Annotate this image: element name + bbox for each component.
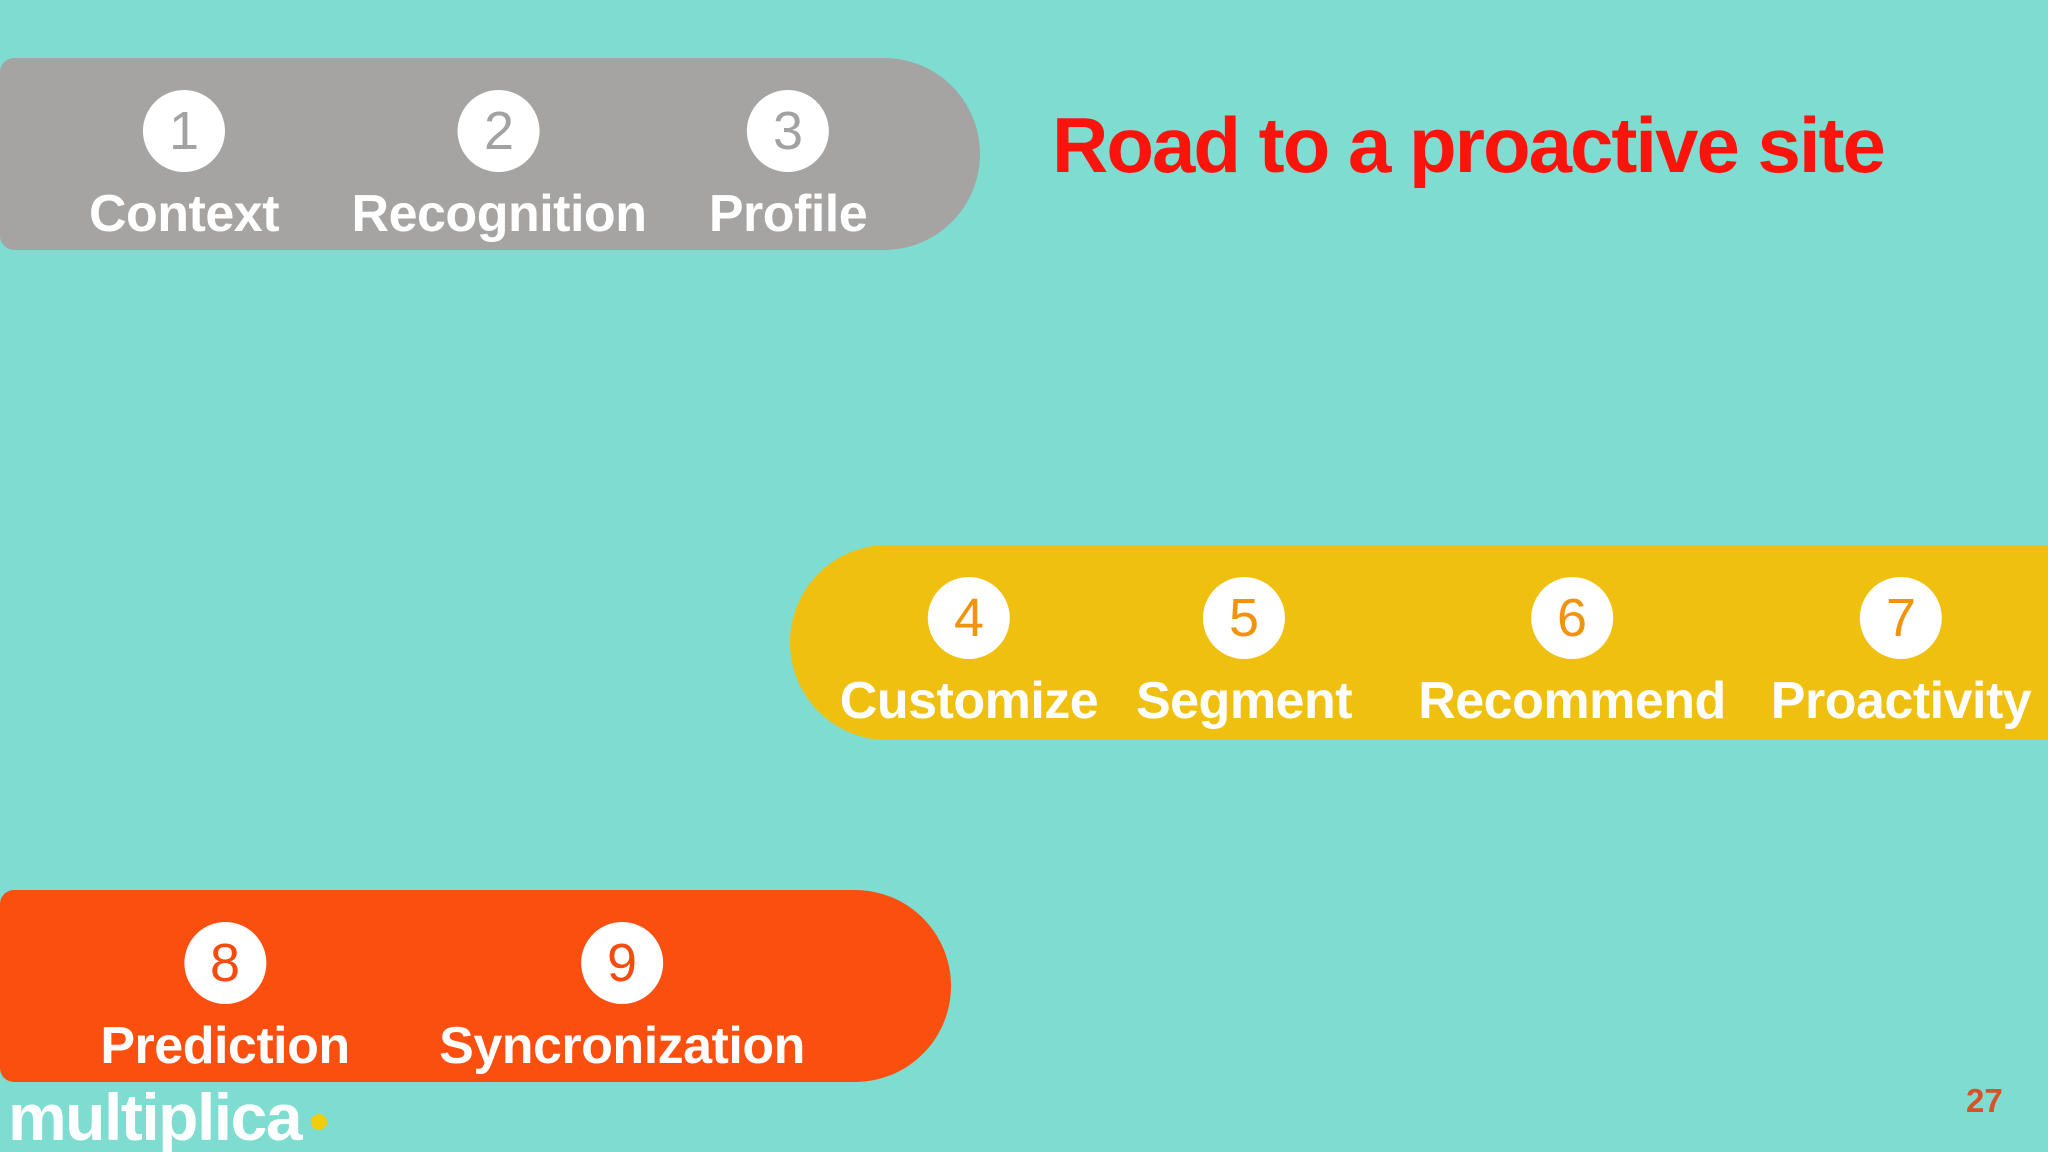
step-recommend: 6 Recommend bbox=[1418, 545, 1726, 740]
step-label: Context bbox=[88, 185, 280, 243]
multiplica-logo: multiplica bbox=[8, 1080, 328, 1152]
step-prediction: 8 Prediction bbox=[100, 890, 350, 1082]
step-number-badge: 2 bbox=[457, 90, 540, 172]
phase-bar-3: 8 Prediction 9 Syncronization bbox=[0, 890, 951, 1082]
step-label: Segment bbox=[1135, 672, 1353, 730]
step-context: 1 Context bbox=[88, 58, 280, 250]
step-segment: 5 Segment bbox=[1135, 545, 1353, 740]
step-number: 6 bbox=[1556, 588, 1588, 648]
phase-bar-2: 4 Customize 5 Segment 6 Recommend 7 Proa… bbox=[790, 545, 2048, 740]
step-number: 4 bbox=[953, 588, 985, 648]
page-title: Road to a proactive site bbox=[1052, 101, 1886, 189]
step-number: 5 bbox=[1228, 588, 1260, 648]
step-number: 1 bbox=[168, 101, 200, 161]
step-number: 8 bbox=[209, 933, 241, 993]
logo-text: multiplica bbox=[8, 1080, 303, 1152]
step-number: 9 bbox=[606, 933, 638, 993]
phase-bar-1: 1 Context 2 Recognition 3 Profile bbox=[0, 58, 980, 250]
step-customize: 4 Customize bbox=[839, 545, 1099, 740]
step-number-badge: 8 bbox=[183, 922, 266, 1004]
step-number-badge: 5 bbox=[1202, 577, 1285, 659]
logo-dot-icon bbox=[311, 1114, 328, 1130]
step-number-badge: 4 bbox=[927, 577, 1010, 659]
step-number-badge: 9 bbox=[581, 922, 663, 1004]
step-number-badge: 7 bbox=[1859, 577, 1942, 659]
step-label: Prediction bbox=[100, 1017, 350, 1075]
step-label: Recommend bbox=[1418, 672, 1726, 730]
step-number: 2 bbox=[483, 101, 515, 161]
step-number: 7 bbox=[1885, 588, 1917, 648]
step-number-badge: 1 bbox=[143, 90, 225, 172]
page-number: 27 bbox=[1966, 1082, 2003, 1119]
step-syncronization: 9 Syncronization bbox=[439, 890, 805, 1082]
step-label: Customize bbox=[839, 672, 1099, 730]
step-number-badge: 6 bbox=[1530, 577, 1613, 659]
step-label: Profile bbox=[708, 185, 868, 243]
step-recognition: 2 Recognition bbox=[352, 58, 647, 250]
step-number: 3 bbox=[772, 101, 804, 161]
step-label: Proactivity bbox=[1770, 672, 2032, 730]
step-number-badge: 3 bbox=[746, 90, 829, 172]
step-label: Recognition bbox=[351, 185, 647, 243]
step-profile: 3 Profile bbox=[708, 58, 868, 250]
step-proactivity: 7 Proactivity bbox=[1770, 545, 2032, 740]
step-label: Syncronization bbox=[439, 1017, 805, 1075]
